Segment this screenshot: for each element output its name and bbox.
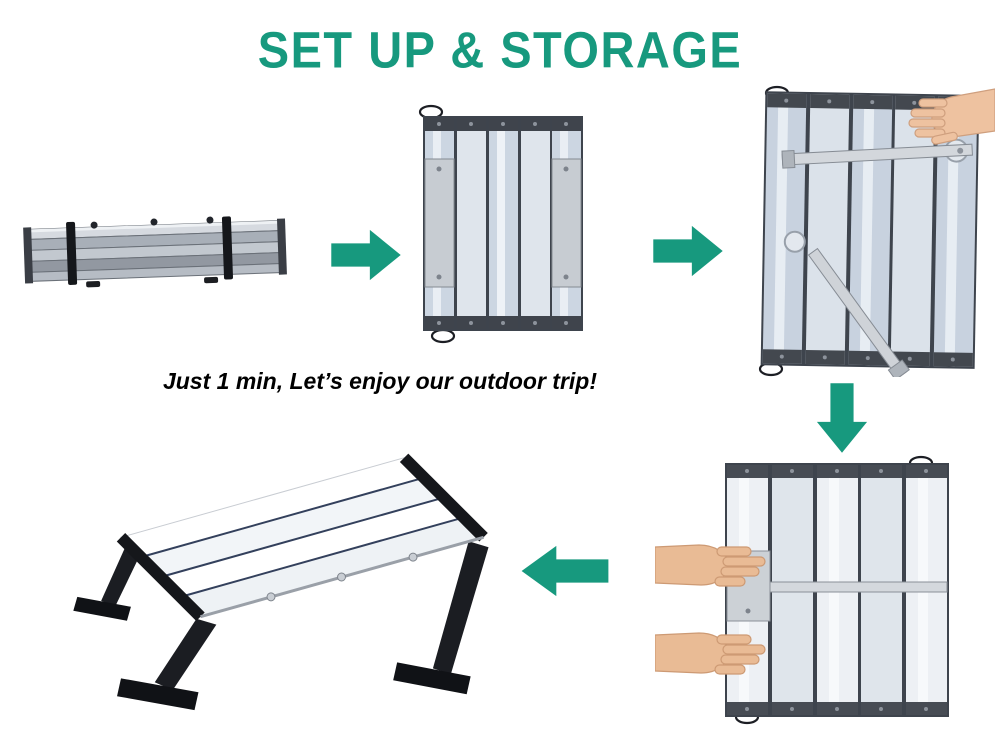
arrow-down-icon	[815, 383, 869, 453]
step-photo-assembled-table	[50, 428, 490, 726]
slide-side-brackets-illustration	[655, 455, 949, 725]
end-cap-left	[23, 227, 34, 284]
page-title: SET UP & STORAGE	[257, 21, 743, 79]
support-bar-horizontal	[781, 143, 973, 169]
strap-right	[221, 216, 234, 280]
hand-lower	[655, 632, 766, 675]
assembled-table-illustration	[73, 453, 489, 711]
side-rail-right	[551, 158, 582, 288]
step-photo-slide-side-brackets	[655, 455, 955, 725]
hand	[908, 88, 995, 145]
hole-mid-left	[783, 230, 806, 253]
tagline: Just 1 min, Let’s enjoy our outdoor trip…	[162, 368, 598, 394]
strap-left	[66, 221, 78, 285]
end-rail-right	[399, 453, 488, 542]
hand-upper	[655, 544, 766, 587]
cord-loop-bottom	[430, 328, 456, 344]
step-photo-unfolded-tabletop	[403, 103, 603, 345]
arrow-right-icon	[330, 228, 402, 282]
arrow-right-icon	[652, 224, 724, 278]
plank-seams	[140, 476, 464, 598]
insert-support-bar-illustration	[758, 85, 995, 377]
arrow-left-icon	[520, 544, 610, 598]
side-rail-left	[424, 158, 455, 288]
folded-table-illustration	[23, 216, 287, 288]
unfolded-tabletop-illustration	[418, 104, 583, 344]
support-bar-diagonal	[807, 247, 910, 377]
end-cap-right	[276, 218, 287, 275]
end-rail-left	[116, 533, 205, 621]
step-photo-folded-table	[15, 205, 295, 295]
step-photo-insert-support-bar	[735, 85, 995, 377]
table-legs	[73, 541, 489, 711]
